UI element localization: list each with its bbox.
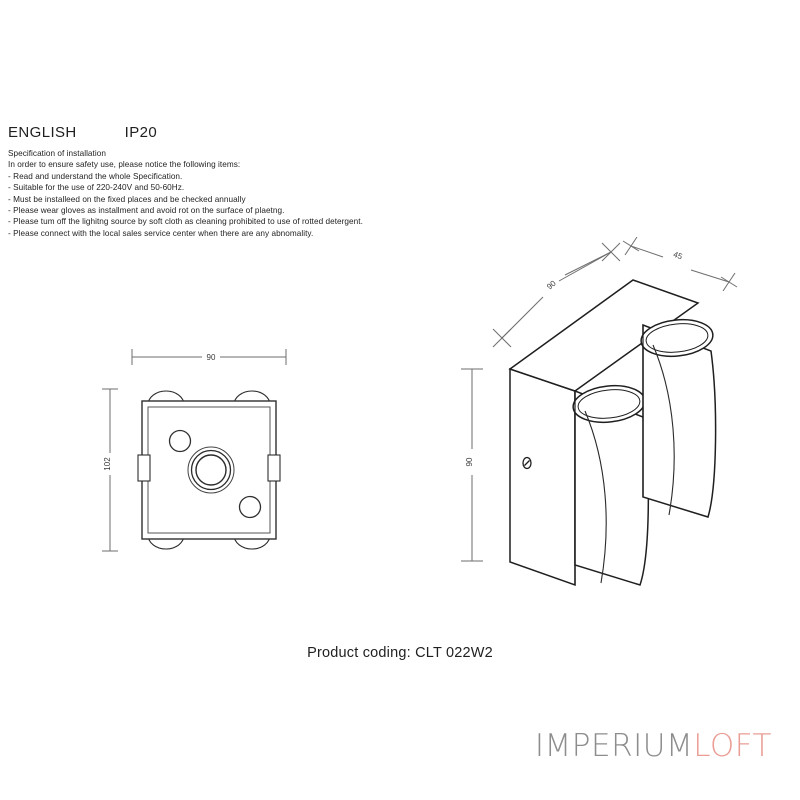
dim-label-height: 90	[465, 457, 474, 466]
body-edge-lines	[574, 325, 644, 585]
screw-hole-top-left	[168, 429, 192, 453]
mounting-plate-front-view: 90 102	[90, 335, 330, 575]
wall-light-isometric-view: 90 45 90	[455, 225, 765, 587]
back-plate-top-face	[508, 279, 700, 392]
dim-label-depth: 90	[545, 278, 558, 291]
dim-depth-group	[492, 242, 621, 348]
dim-height-group	[461, 368, 483, 562]
mounting-clip-arcs	[147, 390, 271, 550]
screw-hole-bottom-right	[238, 495, 262, 519]
specification-item: - Please wear gloves as installment and …	[8, 206, 285, 216]
imperiumloft-logo: IMPERIUMLOFT	[535, 728, 772, 764]
dim-label-width: 90	[207, 353, 216, 362]
dim-label-height: 102	[103, 457, 112, 471]
center-cable-hole	[187, 446, 235, 494]
document-header: ENGLISH IP20	[8, 124, 157, 141]
cylinder-upper-rim-inner	[645, 323, 709, 353]
luminaire-body	[508, 279, 717, 587]
specification-intro: In order to ensure safety use, please no…	[8, 160, 241, 170]
ip-rating-label: IP20	[124, 124, 158, 141]
screw-slot-icon	[524, 460, 530, 466]
specification-item: - Please connect with the local sales se…	[8, 228, 314, 238]
language-label: ENGLISH	[8, 124, 77, 141]
cylinder-shading-edges	[584, 344, 675, 584]
specification-item: - Please tum off the lighitng source by …	[8, 217, 363, 227]
logo-accent-text: LOFT	[693, 728, 772, 764]
product-coding-label: Product coding: CLT 022W2	[307, 645, 493, 661]
specification-title: Specification of installation	[8, 149, 106, 158]
logo-primary-text: IMPERIUM	[534, 728, 694, 764]
specification-item: - Suitable for the use of 220-240V and 5…	[8, 183, 185, 193]
specification-text-block: Specification of installation In order t…	[8, 148, 448, 239]
dim-width-group	[622, 236, 738, 292]
cylinder-lower-rim-inner	[577, 389, 641, 419]
plate-side-tabs	[137, 454, 281, 482]
specification-item: - Must be installeed on the fixed places…	[8, 194, 246, 204]
specification-item: - Read and understand the whole Specific…	[8, 171, 183, 181]
back-plate-left-face	[509, 367, 576, 587]
dim-label-width: 45	[672, 250, 684, 262]
